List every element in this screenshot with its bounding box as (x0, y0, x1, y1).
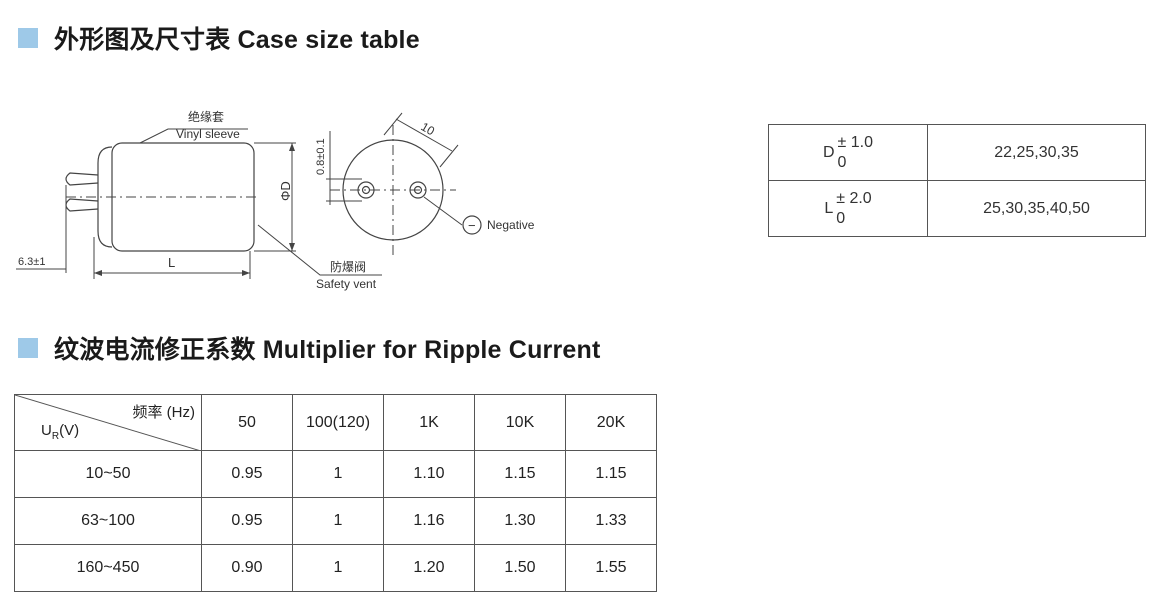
case-size-table: D ± 1.0 0 22,25,30,35 L ± 2.0 0 25,30,35… (768, 124, 1146, 237)
lead-terminal-top (65, 172, 99, 186)
tolerance-upper: ± 2.0 (836, 189, 872, 207)
ripple-multiplier-table: 频率 (Hz) UR(V) 50 100(120) 1K 10K 20K 10~… (14, 394, 657, 592)
multiplier-cell: 0.90 (201, 544, 293, 592)
heading-marker (18, 338, 38, 358)
diagonal-divider (15, 395, 201, 451)
diameter-label: ΦD (278, 181, 293, 201)
negative-symbol: − (468, 218, 476, 233)
multiplier-cell: 1 (292, 544, 384, 592)
column-header: 100(120) (292, 394, 384, 451)
tolerance-lower: 0 (836, 209, 846, 227)
voltage-range-cell: 10~50 (14, 450, 202, 498)
case-row-l: L ± 2.0 0 25,30,35,40,50 (768, 180, 1146, 237)
negative-label: Negative (487, 218, 535, 232)
ripple-heading: 纹波电流修正系数 Multiplier for Ripple Current (18, 330, 601, 366)
multiplier-cell: 1.55 (565, 544, 657, 592)
vinyl-sleeve-cn: 绝缘套 (188, 109, 224, 124)
voltage-header: UR(V) (41, 422, 80, 442)
multiplier-cell: 1.33 (565, 497, 657, 545)
multiplier-cell: 1.15 (565, 450, 657, 498)
diagonal-header-cell: 频率 (Hz) UR(V) (14, 394, 202, 451)
negative-symbol-circle (462, 215, 482, 235)
multiplier-cell: 0.95 (201, 497, 293, 545)
table-row: 160~450 0.90 1 1.20 1.50 1.55 (14, 544, 657, 592)
length-label: L (168, 255, 175, 270)
voltage-range-cell: 63~100 (14, 497, 202, 545)
sleeve-edge (97, 146, 113, 248)
multiplier-cell: 1.16 (383, 497, 475, 545)
lead-length-label: 6.3±1 (18, 256, 45, 268)
pitch-label: 10 (419, 119, 438, 138)
param-l: L ± 2.0 0 (768, 180, 928, 237)
heading-marker (18, 28, 38, 48)
voltage-range-cell: 160~450 (14, 544, 202, 592)
terminal-dimension-label: 0.8±0.1 (315, 138, 327, 175)
ripple-title: 纹波电流修正系数 Multiplier for Ripple Current (54, 336, 601, 364)
tolerance-upper: ± 1.0 (837, 133, 874, 151)
vinyl-sleeve-en: Vinyl sleeve (176, 127, 240, 141)
tolerance-lower: 0 (837, 153, 847, 171)
multiplier-cell: 1.15 (474, 450, 566, 498)
column-header: 10K (474, 394, 566, 451)
multiplier-cell: 1.10 (383, 450, 475, 498)
case-size-heading: 外形图及尺寸表 Case size table (18, 20, 420, 56)
multiplier-cell: 1 (292, 450, 384, 498)
frequency-header: 频率 (Hz) (132, 404, 196, 421)
multiplier-cell: 1 (292, 497, 384, 545)
table-header-row: 频率 (Hz) UR(V) 50 100(120) 1K 10K 20K (14, 394, 657, 451)
lead-terminal-bottom (65, 198, 99, 212)
multiplier-cell: 1.50 (474, 544, 566, 592)
diameter-values: 22,25,30,35 (927, 124, 1146, 181)
multiplier-cell: 1.30 (474, 497, 566, 545)
safety-vent-en: Safety vent (316, 277, 377, 291)
capacitor-outline-drawing: 绝缘套 Vinyl sleeve ΦD L 6.3±1 防爆阀 Safety v… (16, 109, 535, 291)
case-row-d: D ± 1.0 0 22,25,30,35 (768, 124, 1146, 181)
param-d: D ± 1.0 0 (768, 124, 928, 181)
column-header: 1K (383, 394, 475, 451)
table-row: 10~50 0.95 1 1.10 1.15 1.15 (14, 450, 657, 498)
case-size-title: 外形图及尺寸表 Case size table (54, 26, 420, 54)
column-header: 20K (565, 394, 657, 451)
column-header: 50 (201, 394, 293, 451)
safety-vent-cn: 防爆阀 (330, 259, 366, 274)
multiplier-cell: 0.95 (201, 450, 293, 498)
table-row: 63~100 0.95 1 1.16 1.30 1.33 (14, 497, 657, 545)
length-values: 25,30,35,40,50 (927, 180, 1146, 237)
multiplier-cell: 1.20 (383, 544, 475, 592)
